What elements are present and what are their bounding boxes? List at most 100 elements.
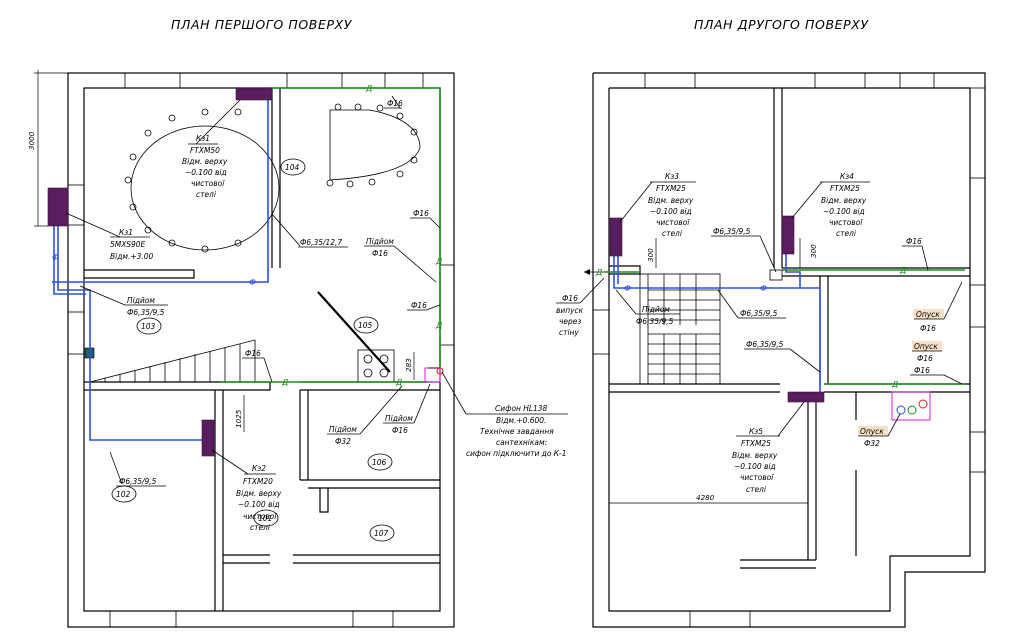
floor2-plan: 4280 300 300 Кз3 FTXM25 Відм. верху ~0.1… xyxy=(556,72,986,628)
room-number: 101 xyxy=(258,514,272,523)
leader-line xyxy=(777,401,805,437)
label-line: чистової xyxy=(191,178,225,188)
siphon-box xyxy=(424,367,441,383)
pipe-label: Ф16 xyxy=(914,365,930,375)
riser-value: Ф16 xyxy=(392,425,408,435)
label-line: Відм. верху xyxy=(821,195,867,205)
pipe-label: Ф16 xyxy=(413,208,429,218)
pipe-label: Ф16 xyxy=(411,300,427,310)
window xyxy=(67,311,85,355)
outlet-label: стіну xyxy=(559,327,579,337)
leader-line xyxy=(195,99,241,145)
indoor-unit-kz2 xyxy=(201,419,215,457)
stair-treads xyxy=(647,274,720,384)
drop-label: Опуск xyxy=(916,309,940,319)
siphon-note: Відм.+0.600. xyxy=(496,415,546,425)
outdoor-unit-kz1 xyxy=(47,187,69,227)
freon-pipe xyxy=(53,222,86,295)
riser-label: Підйом xyxy=(642,304,670,314)
highlight xyxy=(914,309,944,319)
room-number: 107 xyxy=(374,529,389,538)
window xyxy=(969,87,986,179)
drop-value: Ф16 xyxy=(917,353,933,363)
leader-line xyxy=(211,449,249,475)
label-line: стелі xyxy=(746,484,767,494)
kz5-model: FTXM25 xyxy=(741,438,771,448)
kz4-model: FTXM25 xyxy=(830,183,860,193)
window xyxy=(969,284,986,328)
ceiling-lights xyxy=(124,108,242,253)
leader-line xyxy=(791,181,823,219)
freon-pipe xyxy=(800,287,821,392)
drain-marker: Д xyxy=(435,321,442,330)
wall xyxy=(609,265,641,275)
ceiling-shape xyxy=(329,109,421,181)
riser-label: Підйом xyxy=(127,295,155,305)
kz1-outdoor-model: 5MXS90E xyxy=(110,239,146,249)
siphon-note: Технічне завдання xyxy=(480,426,554,436)
floor1-title: ПЛАН ПЕРШОГО ПОВЕРХУ xyxy=(171,17,353,32)
pipe-label: Ф16 xyxy=(906,236,922,246)
dimension-1025: 1025 xyxy=(234,409,243,428)
freon-pipe xyxy=(52,98,269,283)
floor1-outer-wall-outer xyxy=(67,72,455,628)
window xyxy=(689,610,751,628)
window xyxy=(814,72,866,89)
room-number: 106 xyxy=(372,458,387,467)
indoor-unit-kz5 xyxy=(787,391,825,403)
drop-value: Ф16 xyxy=(920,323,936,333)
kz2-title: Кз2 xyxy=(252,463,266,473)
wall xyxy=(319,488,329,513)
window xyxy=(439,264,455,346)
label-line: стелі xyxy=(196,189,217,199)
window xyxy=(899,72,935,89)
label-line: чистової xyxy=(829,217,863,227)
label-line: стелі xyxy=(662,228,683,238)
riser-value: Ф16 xyxy=(372,248,388,258)
indoor-unit-kz4 xyxy=(781,215,795,255)
drain-marker: Д xyxy=(395,378,402,387)
room-number: 102 xyxy=(116,490,131,499)
room-number: 105 xyxy=(358,321,373,330)
kz1-indoor-model: FTXM50 xyxy=(190,145,220,155)
window xyxy=(592,309,610,355)
label-line: чистової xyxy=(243,511,277,521)
pipe-label: Ф16 xyxy=(387,98,403,108)
label-line: чистової xyxy=(656,217,690,227)
siphon-note: сантехнікам: xyxy=(496,437,547,447)
drop-value: Ф32 xyxy=(864,438,880,448)
window xyxy=(384,72,424,89)
wall xyxy=(84,381,271,391)
room-number: 103 xyxy=(141,322,156,331)
siphon-note: сифон підключити до К-1 xyxy=(466,448,567,458)
window xyxy=(969,431,986,473)
cooktop xyxy=(357,349,395,383)
ceiling-lights xyxy=(326,103,418,188)
dimension-300: 300 xyxy=(646,248,655,262)
freon-marker: Ф xyxy=(52,253,59,262)
drain-marker: Д xyxy=(891,380,898,389)
kz3-model: FTXM25 xyxy=(656,183,686,193)
kitchen-item xyxy=(317,291,391,373)
riser-value: Ф6,35/9,5 xyxy=(127,307,165,317)
label-line: Відм.+3.00 xyxy=(110,251,153,261)
kz1-outdoor-title: Кз1 xyxy=(119,227,133,237)
riser-value: Ф6,35/9,5 xyxy=(636,316,674,326)
highlight xyxy=(858,426,888,436)
pipe-label: Ф6,35/9,5 xyxy=(740,308,778,318)
pipe-label: Ф6,35/12,7 xyxy=(300,237,342,247)
kz2-model: FTXM20 xyxy=(243,476,273,486)
wall xyxy=(84,269,195,279)
leader-line xyxy=(271,213,301,247)
label-line: Відм. верху xyxy=(182,156,228,166)
label-line: Відм. верху xyxy=(648,195,694,205)
label-line: чистової xyxy=(740,472,774,482)
kz4-title: Кз4 xyxy=(840,171,854,181)
pipe-label: Ф6,35/9,5 xyxy=(713,226,751,236)
floor2-outer-wall-outer xyxy=(592,72,986,628)
leader-line xyxy=(65,212,121,238)
outlet-value: Ф16 xyxy=(562,293,578,303)
drain-marker: Д xyxy=(365,84,372,93)
label-line: стелі xyxy=(836,228,857,238)
